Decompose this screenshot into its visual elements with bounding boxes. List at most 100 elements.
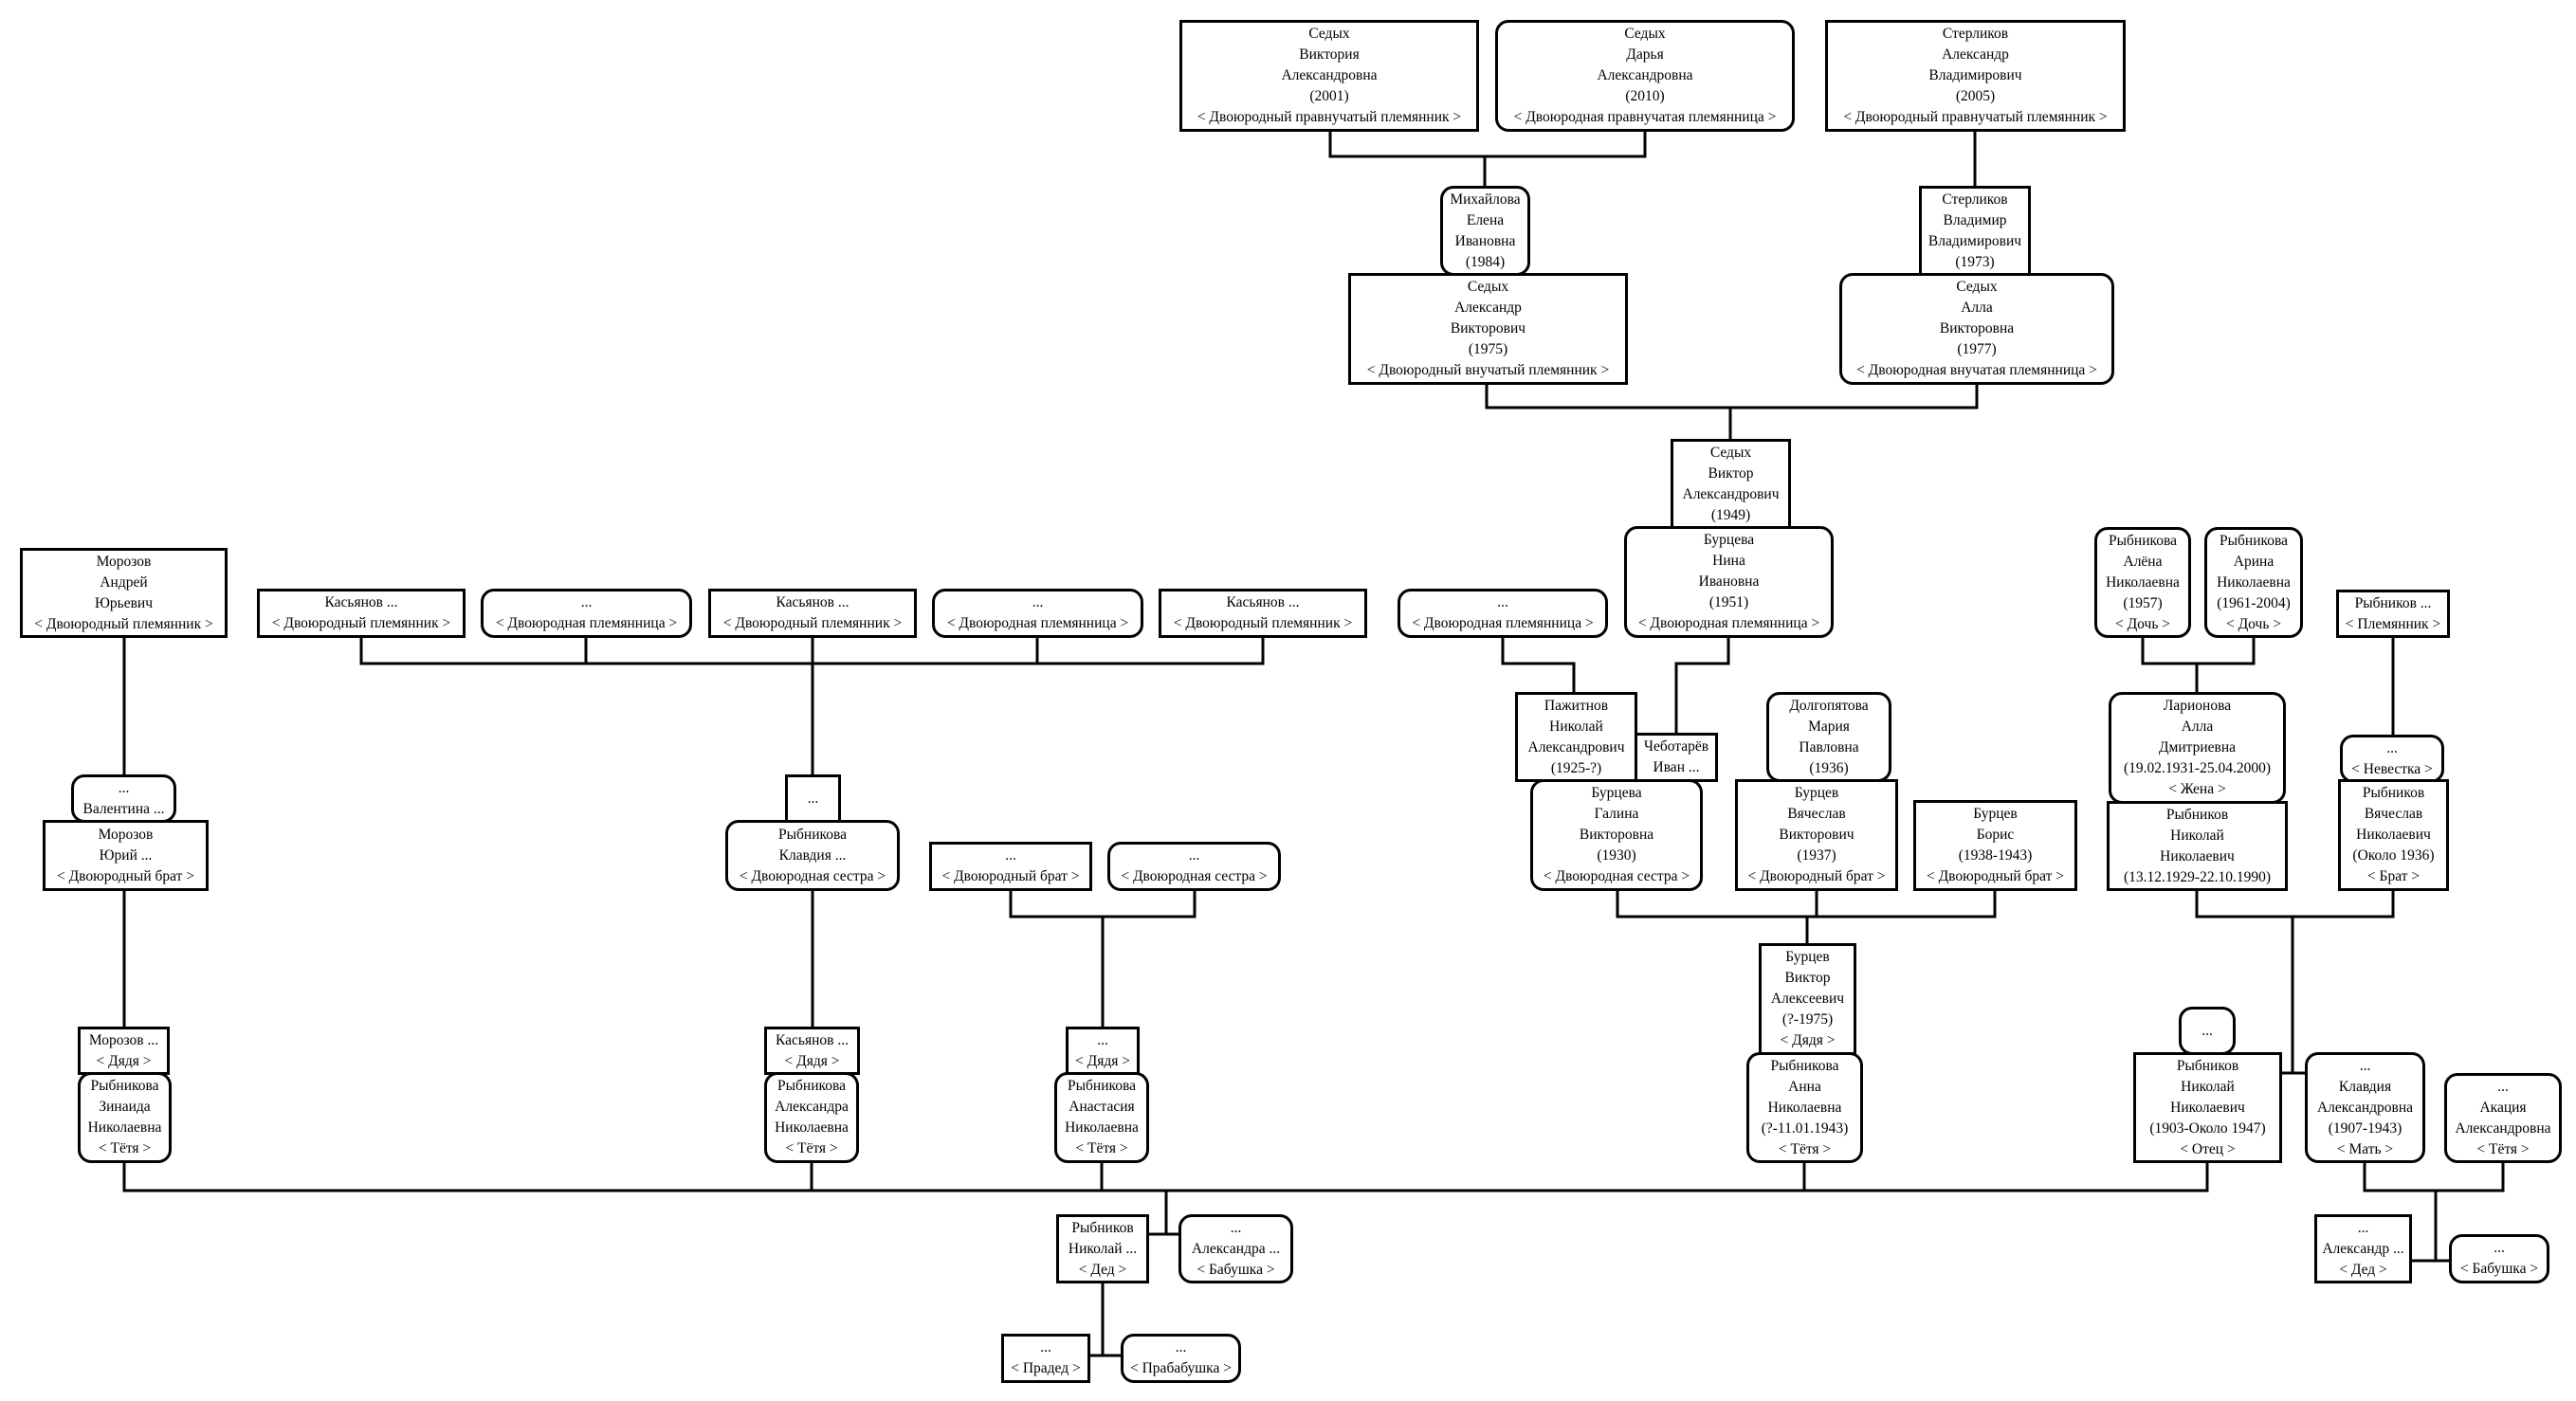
person-text-line: < Племянник > <box>2345 615 2441 632</box>
person-text-line: Александра ... <box>1191 1240 1281 1257</box>
person-text-line: Мария <box>1808 718 1850 735</box>
person-text-line: < Двоюродный внучатый племянник > <box>1366 362 1610 378</box>
person-text-line: < Двоюродный правнучатый племянник > <box>1843 109 2108 125</box>
person-text-line: ... <box>2359 1057 2371 1074</box>
person-kasyanov-2[interactable]: Касьянов ...< Двоюродный племянник > <box>708 589 917 638</box>
person-text-line: Вячеслав <box>2364 806 2423 822</box>
person-text-line: Рыбников <box>2165 806 2229 823</box>
person-great-grandmother[interactable]: ...< Прабабушка > <box>1121 1334 1241 1383</box>
person-uncle-unknown[interactable]: ...< Дядя > <box>1066 1027 1140 1075</box>
person-unknown-spouse-1[interactable]: ... <box>785 774 841 823</box>
person-niece-3[interactable]: ...< Двоюродная племянница > <box>1398 589 1608 638</box>
person-text-line: ... <box>2357 1219 2369 1236</box>
person-valentina[interactable]: ... Валентина ... <box>71 774 176 823</box>
person-text-line: Николаевна <box>1767 1099 1842 1116</box>
person-text-line: (1977) <box>1957 341 1997 357</box>
person-text-line: < Отец > <box>2180 1140 2236 1157</box>
person-text-line: Валентина ... <box>82 800 165 817</box>
person-text-line: Клавдия <box>2338 1078 2392 1095</box>
person-text-line: < Бабушка > <box>1197 1261 1275 1278</box>
person-unknown-spouse-2[interactable]: ... <box>2179 1007 2236 1055</box>
person-aleksandr-grandfather[interactable]: ...Александр ...< Дед > <box>2314 1214 2412 1283</box>
person-great-grandfather[interactable]: ...< Прадед > <box>1001 1334 1090 1383</box>
person-niece-2[interactable]: ...< Двоюродная племянница > <box>932 589 1143 638</box>
person-text-line: Николаевна <box>2217 573 2291 591</box>
person-text-line: Бурцев <box>1794 785 1839 801</box>
person-text-line: Николай ... <box>1068 1240 1138 1257</box>
person-text-line: < Мать > <box>2336 1140 2394 1157</box>
person-text-line: < Двоюродный племянник > <box>34 615 213 632</box>
person-text-line: (1975) <box>1468 341 1508 357</box>
person-text-line: Александровна <box>1597 67 1693 83</box>
person-text-line: (1937) <box>1797 847 1836 864</box>
person-text-line: ... <box>1032 594 1044 610</box>
person-text-line: (13.12.1929-22.10.1990) <box>2124 868 2271 885</box>
person-text-line: Морозов ... <box>88 1031 159 1048</box>
person-text-line: < Двоюродная сестра > <box>1543 868 1690 884</box>
person-rybnikov-nephew[interactable]: Рыбников ...< Племянник > <box>2336 590 2450 638</box>
person-kasyanov-uncle[interactable]: Касьянов ...< Дядя > <box>764 1027 860 1075</box>
person-text-line: (1936) <box>1809 759 1849 776</box>
person-morozov-uncle[interactable]: Морозов ...< Дядя > <box>78 1027 170 1075</box>
person-text-line: Рыбникова <box>777 1078 846 1094</box>
person-text-line: Седых <box>1308 26 1350 42</box>
person-kasyanov-3[interactable]: Касьянов ...< Двоюродный племянник > <box>1159 589 1367 638</box>
person-text-line: ... <box>118 779 130 796</box>
person-text-line: Михайлова <box>1450 191 1521 208</box>
person-niece-1[interactable]: ...< Двоюродная племянница > <box>481 589 692 638</box>
person-text-line: < Невестка > <box>2351 760 2433 777</box>
person-grandmother-2[interactable]: ...< Бабушка > <box>2449 1234 2549 1283</box>
person-cousin-brother[interactable]: ...< Двоюродный брат > <box>929 842 1092 891</box>
person-aleksandra-grandmother[interactable]: ...Александра ...< Бабушка > <box>1178 1214 1293 1283</box>
person-text-line: Дмитриевна <box>2158 739 2237 755</box>
person-text-line: Касьянов ... <box>1226 594 1300 610</box>
person-text-line: < Дед > <box>1078 1261 1127 1278</box>
person-nevestka[interactable]: ...< Невестка > <box>2340 735 2444 783</box>
person-text-line: ... <box>1497 594 1508 610</box>
person-kasyanov-1[interactable]: Касьянов ...< Двоюродный племянник > <box>257 589 466 638</box>
person-text-line: Рыбников <box>2176 1057 2239 1074</box>
person-text-line: ... <box>1188 847 1200 864</box>
person-text-line: Седых <box>1709 444 1752 461</box>
person-text-line: Рыбникова <box>1068 1078 1136 1094</box>
person-text-line: Николаевна <box>1065 1119 1139 1136</box>
person-text-line: Нина <box>1712 553 1745 569</box>
person-cousin-sister[interactable]: ...< Двоюродная сестра > <box>1107 842 1281 891</box>
person-text-line: < Прадед > <box>1011 1360 1081 1376</box>
person-text-line: Рыбникова <box>90 1078 159 1094</box>
person-text-line: Елена <box>1466 211 1505 228</box>
